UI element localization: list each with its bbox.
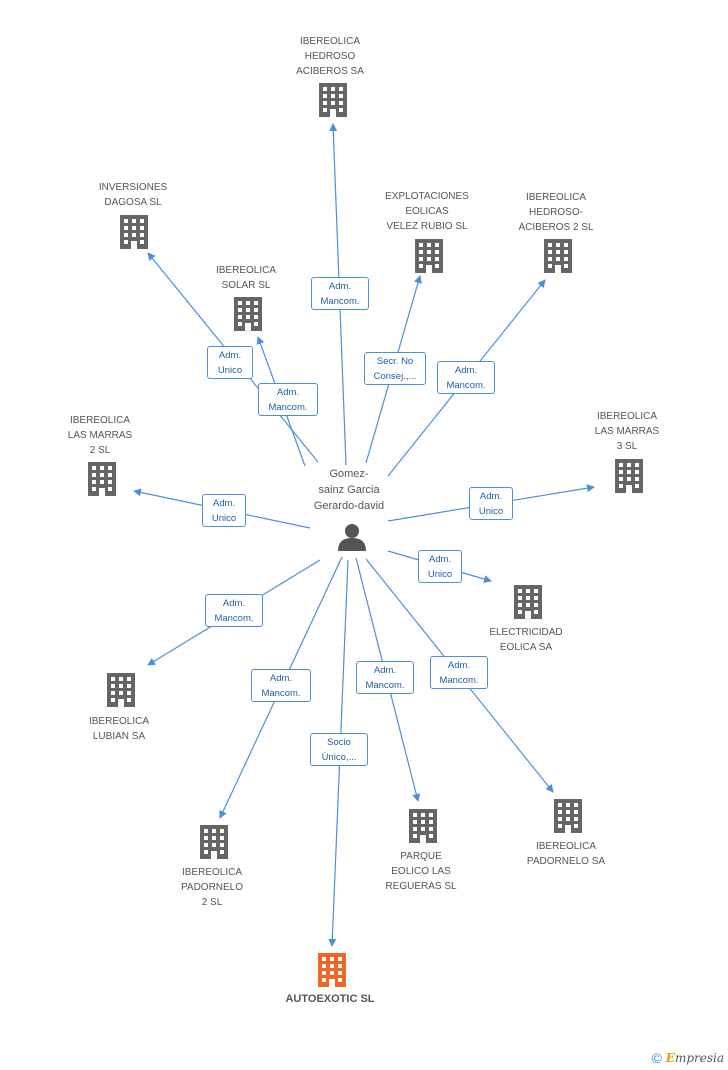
- role-badge-electricidad[interactable]: Adm. Unico: [418, 550, 462, 583]
- building-icon-padornelo[interactable]: [554, 799, 582, 833]
- role-badge-marras3[interactable]: Adm. Unico: [469, 487, 513, 520]
- company-name-marras2[interactable]: IBEREOLICA LAS MARRAS 2 SL: [67, 415, 133, 456]
- role-badge-inversiones[interactable]: Adm. Unico: [207, 346, 253, 379]
- role-badge-padornelo2[interactable]: Adm. Mancom.: [251, 669, 311, 702]
- role-badge-marras2[interactable]: Adm. Unico: [202, 494, 246, 527]
- building-icon-inversiones[interactable]: [120, 215, 148, 249]
- building-icon-regueras[interactable]: [409, 809, 437, 843]
- building-icon-padornelo2[interactable]: [200, 825, 228, 859]
- building-icon-hedroso2[interactable]: [544, 239, 572, 273]
- brand-logo[interactable]: Empresia: [665, 1051, 724, 1065]
- company-name-padornelo2[interactable]: IBEREOLICA PADORNELO 2 SL: [180, 867, 244, 908]
- role-badge-autoexotic[interactable]: Socio Único,...: [310, 733, 368, 766]
- building-icon-electricidad[interactable]: [514, 585, 542, 619]
- company-name-solar[interactable]: IBEREOLICA SOLAR SL: [215, 265, 277, 291]
- person-icon: [338, 524, 366, 551]
- company-name-autoexotic[interactable]: AUTOEXOTIC SL: [285, 993, 375, 1005]
- building-icon-hedroso[interactable]: [319, 83, 347, 117]
- company-name-padornelo[interactable]: IBEREOLICA PADORNELO SA: [526, 841, 606, 867]
- role-badge-regueras[interactable]: Adm. Mancom.: [356, 661, 414, 694]
- role-badge-padornelo[interactable]: Adm. Mancom.: [430, 656, 488, 689]
- company-name-lubian[interactable]: IBEREOLICA LUBIAN SA: [88, 716, 150, 742]
- building-icon-marras2[interactable]: [88, 462, 116, 496]
- company-name-inversiones[interactable]: INVERSIONES DAGOSA SL: [98, 182, 168, 208]
- role-badge-hedroso[interactable]: Adm. Mancom.: [311, 277, 369, 310]
- building-icon-autoexotic[interactable]: [318, 953, 346, 987]
- building-icon-solar[interactable]: [234, 297, 262, 331]
- role-badge-lubian[interactable]: Adm. Mancom.: [205, 594, 263, 627]
- copyright-symbol: ©: [651, 1050, 662, 1066]
- person-name[interactable]: Gomez- sainz Garcia Gerardo-david: [313, 468, 385, 512]
- role-badge-explotaciones[interactable]: Secr. No Consej.,...: [364, 352, 426, 385]
- role-badge-hedroso2[interactable]: Adm. Mancom.: [437, 361, 495, 394]
- building-icon-lubian[interactable]: [107, 673, 135, 707]
- company-name-marras3[interactable]: IBEREOLICA LAS MARRAS 3 SL: [594, 411, 660, 452]
- building-icon-explotaciones[interactable]: [415, 239, 443, 273]
- company-name-explotaciones[interactable]: EXPLOTACIONES EOLICAS VELEZ RUBIO SL: [385, 191, 469, 232]
- company-name-hedroso2[interactable]: IBEREOLICA HEDROSO- ACIBEROS 2 SL: [518, 192, 594, 233]
- company-name-electricidad[interactable]: ELECTRICIDAD EOLICA SA: [489, 627, 563, 653]
- company-name-regueras[interactable]: PARQUE EOLICO LAS REGUERAS SL: [385, 851, 457, 892]
- company-name-hedroso[interactable]: IBEREOLICA HEDROSO ACIBEROS SA: [296, 36, 364, 77]
- building-icon-marras3[interactable]: [615, 459, 643, 493]
- role-badge-solar[interactable]: Adm. Mancom.: [258, 383, 318, 416]
- footer: © Empresia: [651, 1050, 724, 1066]
